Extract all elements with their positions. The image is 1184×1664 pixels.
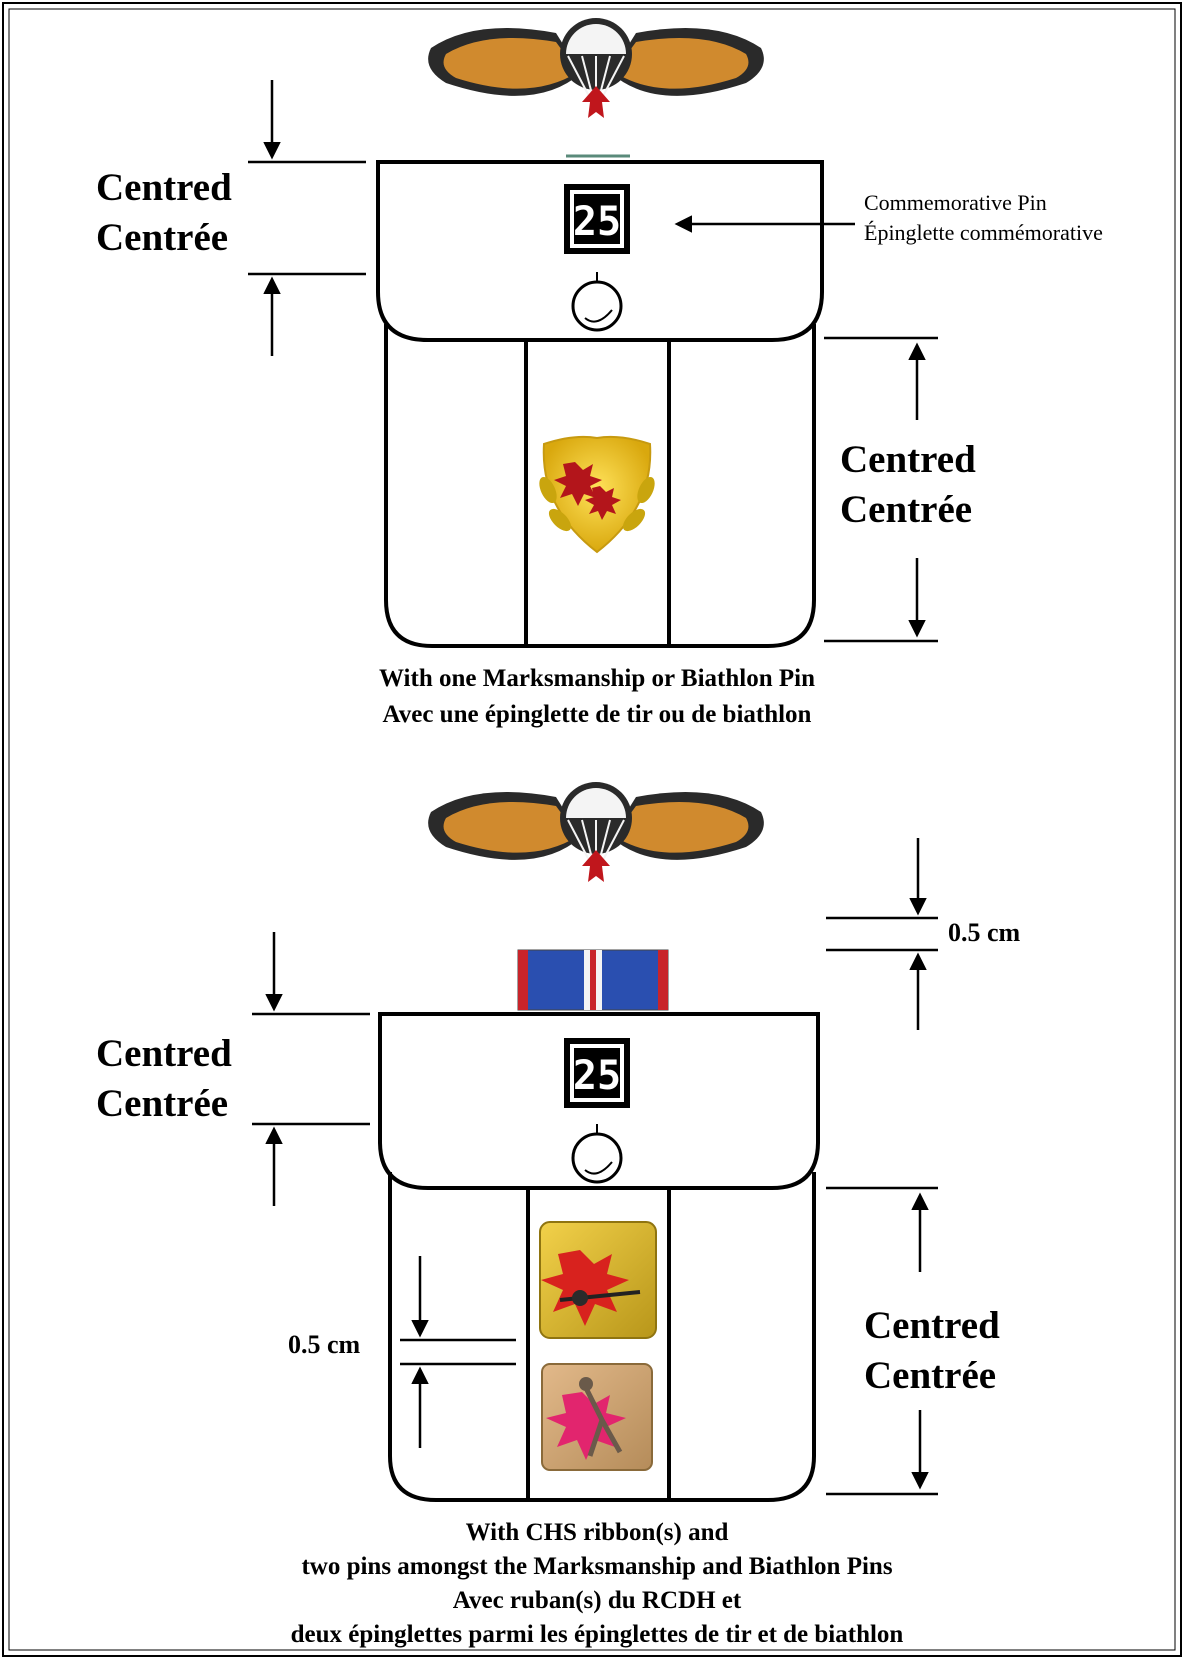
ribbon-gap-dimension: 0.5 cm	[826, 838, 1021, 1030]
left-dim-label-en: Centred	[96, 166, 232, 209]
marksmanship-pin-icon	[539, 1221, 657, 1339]
caption-bottom-line3: Avec ruban(s) du RCDH et	[453, 1587, 742, 1614]
right-dim-label-en: Centred	[864, 1304, 1000, 1347]
caption-top-fr: Avec une épinglette de tir ou de biathlo…	[383, 701, 812, 728]
chs-ribbon-icon	[517, 949, 669, 1011]
pin-note-en: Commemorative Pin	[864, 190, 1047, 215]
marksmanship-pin-icon	[539, 435, 655, 554]
pin-gap-dimension: 0.5 cm	[288, 1256, 516, 1448]
pin-code-bottom: 25	[573, 1053, 621, 1099]
top-figure: 25 Ce	[96, 18, 1103, 728]
left-dim-label-fr: Centrée	[96, 1082, 228, 1125]
left-dimension-top: Centred Centrée	[96, 80, 366, 356]
ribbon-gap-label: 0.5 cm	[948, 918, 1021, 947]
page-frame-inner	[8, 8, 1176, 1651]
commemorative-note: Commemorative Pin Épinglette commémorati…	[674, 190, 1103, 245]
right-dimension-top: Centred Centrée	[824, 336, 976, 643]
pocket-button-icon	[571, 1124, 623, 1184]
right-dim-label-fr: Centrée	[864, 1354, 996, 1397]
right-dim-label-fr: Centrée	[840, 488, 972, 531]
pocket-body	[384, 324, 816, 648]
caption-bottom-line4: deux épinglettes parmi les épinglettes d…	[291, 1621, 904, 1648]
right-dim-label-en: Centred	[840, 438, 976, 481]
right-dimension-bottom: Centred Centrée	[826, 1186, 1000, 1496]
caption-bottom-line1: With CHS ribbon(s) and	[466, 1519, 729, 1546]
caption-top-en: With one Marksmanship or Biathlon Pin	[379, 665, 815, 692]
pin-code-top: 25	[573, 199, 621, 245]
pin-gap-label: 0.5 cm	[288, 1330, 361, 1359]
pocket-button-icon	[571, 272, 623, 332]
left-dimension-bottom: Centred Centrée	[96, 932, 370, 1206]
left-dim-label-fr: Centrée	[96, 216, 228, 259]
pocket-body	[388, 1172, 816, 1502]
caption-bottom-line2: two pins amongst the Marksmanship and Bi…	[301, 1553, 892, 1580]
25-commemorative-pin-icon: 25	[564, 184, 630, 254]
biathlon-pin-icon	[541, 1363, 653, 1471]
pocket-flap	[376, 160, 824, 342]
pin-note-fr: Épinglette commémorative	[864, 220, 1103, 245]
bottom-figure: 25 C	[96, 782, 1021, 1648]
left-dim-label-en: Centred	[96, 1032, 232, 1075]
25-commemorative-pin-icon: 25	[564, 1038, 630, 1108]
parachute-wings-icon	[428, 782, 764, 882]
parachute-wings-icon	[428, 18, 764, 118]
pocket-flap	[378, 1012, 820, 1190]
